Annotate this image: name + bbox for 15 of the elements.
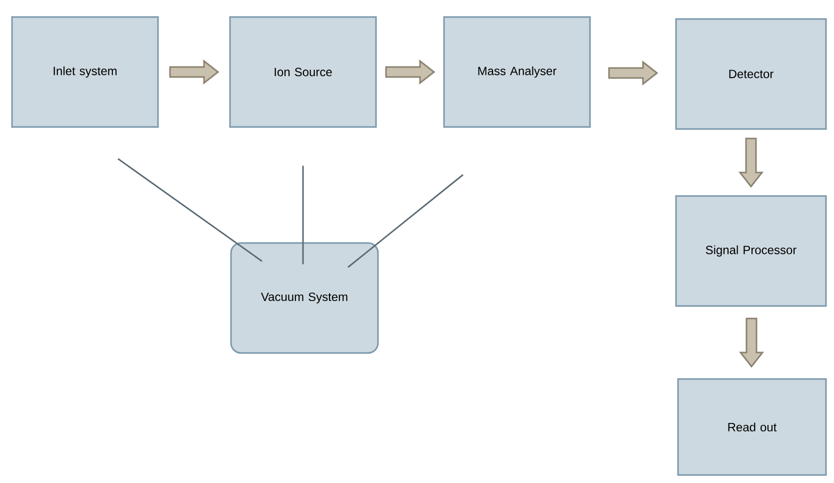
connector-line — [118, 158, 262, 262]
connector-line — [348, 174, 464, 268]
process-box: Inlet system — [11, 16, 159, 128]
process-box: Mass Analyser — [443, 16, 591, 128]
process-box: Signal Processor — [675, 195, 827, 307]
block-arrow — [738, 138, 764, 188]
block-arrow — [169, 59, 220, 85]
process-box: Read out — [677, 378, 827, 476]
rounded-box: Vacuum System — [230, 242, 379, 354]
connector-line — [302, 166, 304, 264]
block-arrow — [608, 60, 658, 86]
block-arrow — [385, 59, 436, 85]
process-box: Ion Source — [229, 16, 377, 128]
process-box: Detector — [675, 18, 827, 130]
block-arrow — [738, 318, 764, 368]
